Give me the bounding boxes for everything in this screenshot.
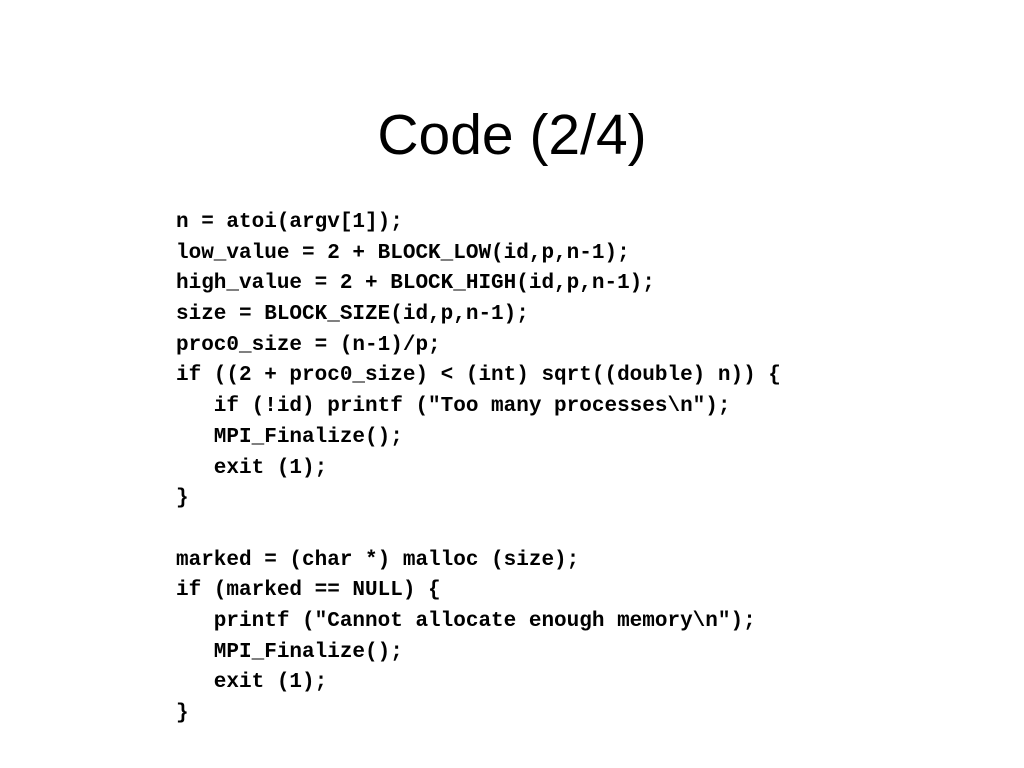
slide-title: Code (2/4) xyxy=(377,103,647,167)
code-line: } xyxy=(176,702,189,725)
code-line: size = BLOCK_SIZE(id,p,n-1); xyxy=(176,303,529,327)
code-line: exit (1); xyxy=(176,456,328,480)
code-line: marked = (char *) malloc (size); xyxy=(176,548,580,572)
code-line-blank xyxy=(176,515,781,546)
code-line: if (!id) printf ("Too many processes\n")… xyxy=(176,395,731,419)
code-line: } xyxy=(176,487,189,511)
code-line: MPI_Finalize(); xyxy=(176,425,403,449)
code-line: high_value = 2 + BLOCK_HIGH(id,p,n-1); xyxy=(176,272,655,296)
code-block: n = atoi(argv[1]); low_value = 2 + BLOCK… xyxy=(176,208,781,730)
code-line: exit (1); xyxy=(176,671,328,695)
code-line: if ((2 + proc0_size) < (int) sqrt((doubl… xyxy=(176,364,781,388)
code-line: if (marked == NULL) { xyxy=(176,579,441,603)
code-line: proc0_size = (n-1)/p; xyxy=(176,333,441,357)
code-line: n = atoi(argv[1]); xyxy=(176,211,403,234)
code-line: MPI_Finalize(); xyxy=(176,640,403,664)
code-line: printf ("Cannot allocate enough memory\n… xyxy=(176,609,756,633)
code-line: low_value = 2 + BLOCK_LOW(id,p,n-1); xyxy=(176,241,630,265)
